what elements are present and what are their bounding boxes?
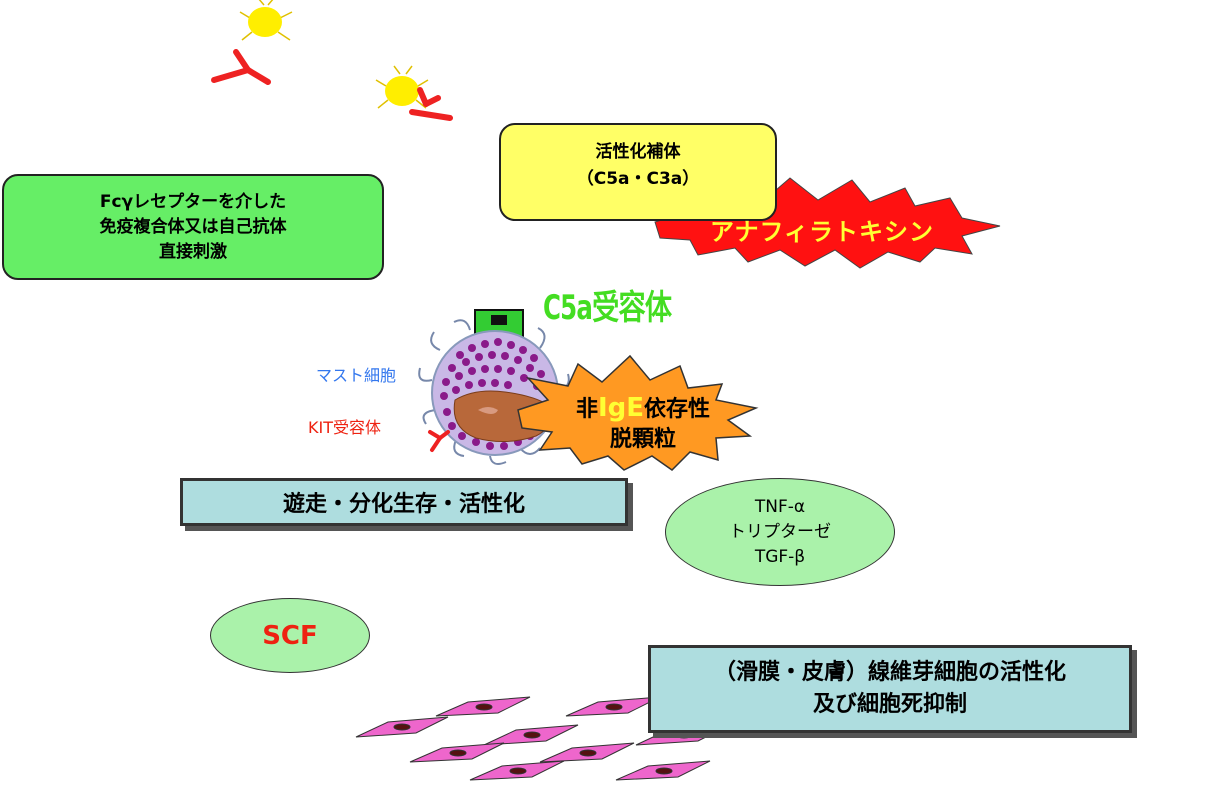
ige-label: IgE (597, 393, 645, 423)
antibody-icon (409, 87, 453, 121)
degranulation-suffix: 依存性 (644, 397, 711, 422)
mediators-ellipse: TNF-α トリプターゼ TGF-β (665, 478, 895, 586)
kit-receptor-icon (428, 430, 450, 452)
degranulation-burst (517, 354, 759, 471)
mast-cell-label: マスト細胞 (316, 366, 397, 385)
fibroblast-cells (355, 696, 731, 781)
scf-ellipse: SCF (210, 598, 370, 673)
anaphylatoxin-label: アナフィラトキシン (710, 218, 935, 246)
degranulation-prefix: 非 (575, 397, 598, 422)
degranulation-text: 非IgE依存性 脱顆粒 (548, 393, 738, 455)
fibroblast-cell (355, 716, 449, 738)
fibroblast-line-1: （滑膜・皮膚）線維芽細胞の活性化 (713, 660, 1066, 685)
fc-line-3: 直接刺激 (159, 241, 227, 262)
complement-line-2: （C5a・C3a） (576, 169, 700, 189)
c5a-receptor-label: C5a受容体 (543, 288, 672, 328)
mediator-item: TGF-β (754, 546, 806, 567)
fibroblast-cell (615, 760, 711, 781)
fibroblast-line-2: 及び細胞死抑制 (812, 692, 967, 717)
fibroblast-box: （滑膜・皮膚）線維芽細胞の活性化 及び細胞死抑制 (648, 645, 1132, 733)
fibroblast-cell (483, 724, 579, 746)
fibroblast-cell (409, 742, 505, 763)
complement-box: 活性化補体 （C5a・C3a） (499, 123, 777, 221)
fibroblast-cell (539, 742, 635, 763)
antibody-icon (211, 49, 271, 85)
mediator-item: TNF-α (754, 496, 806, 517)
degranulation-line-1: 非IgE依存性 (548, 393, 738, 425)
antigen-icon (239, 0, 293, 41)
mediator-item: トリプターゼ (729, 521, 831, 542)
degranulation-line-2: 脱顆粒 (609, 427, 676, 452)
scf-label: SCF (262, 620, 318, 651)
antigen-icon (375, 65, 429, 109)
fc-line-1: Fcγレセプターを介した (99, 191, 287, 212)
complement-line-1: 活性化補体 (595, 142, 681, 162)
kit-receptor-label: KIT受容体 (308, 418, 381, 437)
fibroblast-cell (435, 696, 531, 717)
migration-box: 遊走・分化生存・活性化 (180, 478, 628, 526)
fc-line-2: 免疫複合体又は自己抗体 (99, 216, 287, 237)
fibroblast-cell (469, 760, 565, 781)
fibroblast-cell (565, 696, 661, 717)
fc-receptor-box: Fcγレセプターを介した 免疫複合体又は自己抗体 直接刺激 (2, 174, 384, 280)
